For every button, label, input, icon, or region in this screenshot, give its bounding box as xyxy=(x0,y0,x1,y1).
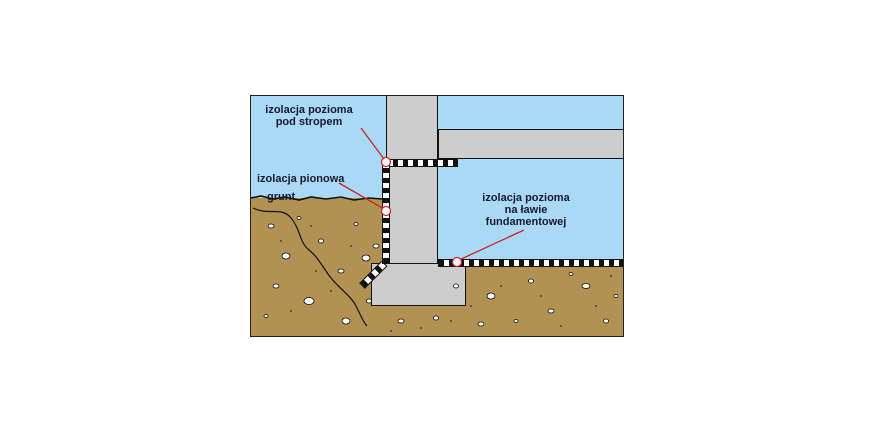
label-insulation-on-footing: izolacja pozioma na ławie fundamentowej xyxy=(482,192,570,228)
insulation-horizontal-under-slab xyxy=(382,159,458,167)
label-insulation-under-ceiling: izolacja pozioma pod stropem xyxy=(265,104,353,128)
foundation-insulation-diagram xyxy=(250,95,624,337)
sky-right xyxy=(438,96,623,267)
ceiling-slab xyxy=(438,129,623,159)
insulation-horizontal-on-footing xyxy=(438,259,623,267)
label-insulation-vertical: izolacja pionowa xyxy=(257,173,345,185)
insulation-vertical xyxy=(382,159,390,264)
label-ground: grunt xyxy=(267,191,296,203)
leader-line-under-slab xyxy=(360,127,385,160)
foundation-footing xyxy=(371,263,466,306)
foundation-wall xyxy=(386,96,438,264)
